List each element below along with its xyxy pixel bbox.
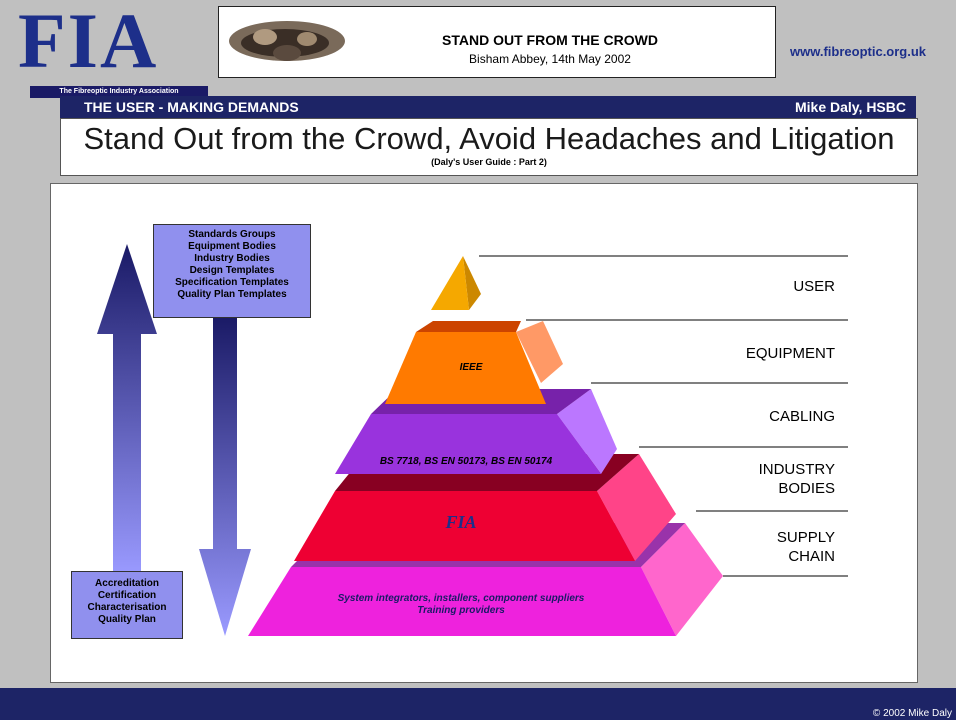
label-user: USER <box>793 278 835 295</box>
down-arrow <box>199 317 251 636</box>
standards-box: Standards Groups Equipment Bodies Indust… <box>153 224 311 318</box>
section-band: THE USER - MAKING DEMANDS Mike Daly, HSB… <box>60 96 916 118</box>
standards-line: Design Templates <box>189 265 275 276</box>
label-industry-line-1: INDUSTRY <box>758 461 835 478</box>
equipment-tier-front <box>385 332 546 404</box>
equipment-tier-side <box>516 321 563 383</box>
slide-subtitle: (Daly's User Guide : Part 2) <box>431 157 547 167</box>
accreditation-line: Certification <box>97 590 157 601</box>
label-industry-bodies: INDUSTRY BODIES <box>759 460 835 498</box>
cabling-tier-front <box>335 414 601 474</box>
pyramid-diagram <box>97 244 848 636</box>
cabling-tier-side <box>557 389 617 474</box>
website-link[interactable]: www.fibreoptic.org.uk <box>790 44 927 59</box>
accreditation-line: Characterisation <box>87 602 167 613</box>
slide-title: Stand Out from the Crowd, Avoid Headache… <box>83 121 895 156</box>
standards-line: Equipment Bodies <box>188 241 276 252</box>
accreditation-line: Accreditation <box>95 578 159 589</box>
label-industry-line-2: BODIES <box>778 480 835 497</box>
event-header-box <box>218 6 776 78</box>
presenter-name: Mike Daly, HSBC <box>795 99 906 115</box>
tier-supply-text-2: Training providers <box>417 605 505 616</box>
accreditation-line: Quality Plan <box>98 614 156 625</box>
standards-line: Industry Bodies <box>194 253 270 264</box>
equipment-tier-top <box>416 321 521 332</box>
tier-cabling-text: BS 7718, BS EN 50173, BS EN 50174 <box>379 456 553 467</box>
accreditation-box: Accreditation Certification Characterisa… <box>71 571 183 639</box>
label-equipment: EQUIPMENT <box>745 345 835 362</box>
tier-supply-text-1: System integrators, installers, componen… <box>337 593 585 604</box>
industry-tier-side <box>597 454 676 561</box>
supply-tier-front <box>248 567 676 636</box>
standards-line: Quality Plan Templates <box>177 289 287 300</box>
diagram-panel: Standards Groups Equipment Bodies Indust… <box>50 183 918 683</box>
label-supply-line-2: CHAIN <box>788 548 835 565</box>
label-cabling: CABLING <box>769 408 835 425</box>
tier-industry-text: FIA <box>445 512 477 532</box>
label-supply-line-1: SUPPLY <box>776 529 835 546</box>
event-subtitle: Bisham Abbey, 14th May 2002 <box>469 52 631 66</box>
supply-tier-side <box>641 523 723 636</box>
footer-bar: © 2002 Mike Daly <box>0 688 956 720</box>
tier-equipment-text: IEEE <box>459 362 483 373</box>
fia-logo: FIA The Fibreoptic Industry Association <box>8 2 208 98</box>
standards-line: Standards Groups <box>188 229 276 240</box>
logo-subtitle: The Fibreoptic Industry Association <box>30 86 208 98</box>
title-box: Stand Out from the Crowd, Avoid Headache… <box>60 118 918 176</box>
industry-tier-front <box>294 491 635 561</box>
user-tier-front <box>431 256 469 310</box>
standards-line: Specification Templates <box>175 277 289 288</box>
event-title: STAND OUT FROM THE CROWD <box>442 32 658 48</box>
label-supply-chain: SUPPLY CHAIN <box>777 528 835 566</box>
logo-text: FIA <box>18 0 159 84</box>
crowd-photo <box>225 13 355 71</box>
up-arrow <box>97 244 157 574</box>
copyright-text: © 2002 Mike Daly <box>872 708 952 719</box>
section-title: THE USER - MAKING DEMANDS <box>84 99 299 115</box>
